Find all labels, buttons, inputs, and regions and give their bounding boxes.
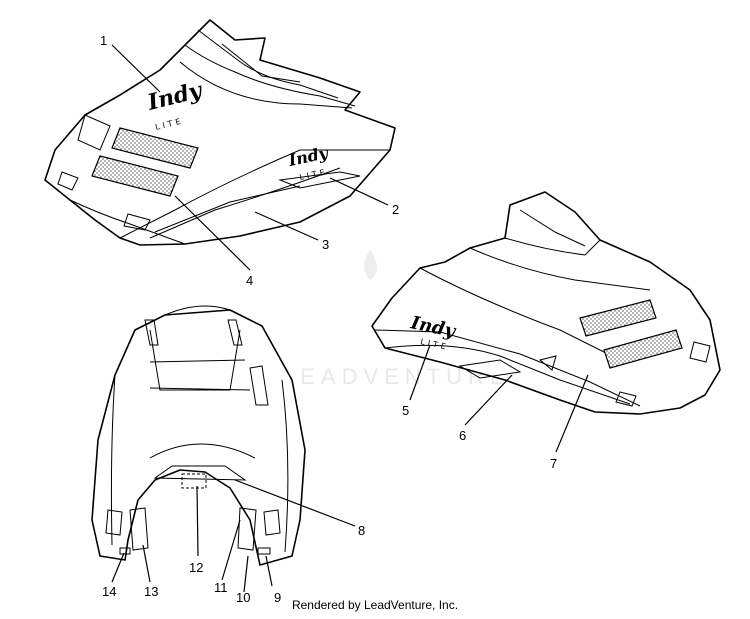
callout-2: 2	[392, 202, 399, 217]
callout-11: 11	[214, 580, 228, 595]
callout-5: 5	[402, 403, 409, 418]
callout-8: 8	[358, 523, 365, 538]
footer-credit: Rendered by LeadVenture, Inc.	[291, 598, 459, 612]
callout-14: 14	[102, 584, 116, 599]
callout-12: 12	[189, 560, 203, 575]
callout-7: 7	[550, 456, 557, 471]
hood-top-view: Indy LITE Indy LITE	[44, 19, 396, 246]
callout-6: 6	[459, 428, 466, 443]
hood-front-view	[91, 305, 306, 566]
callout-3: 3	[322, 237, 329, 252]
leader-lines	[111, 44, 589, 593]
callout-9: 9	[274, 590, 281, 605]
callout-4: 4	[246, 273, 253, 288]
callout-1: 1	[100, 33, 107, 48]
hood-side-view: Indy LITE	[371, 191, 721, 415]
callout-10: 10	[236, 590, 250, 605]
callout-labels: 1 2 3 4 5 6 7 8 9 10 11 12 13 14	[100, 33, 557, 605]
callout-13: 13	[144, 584, 158, 599]
